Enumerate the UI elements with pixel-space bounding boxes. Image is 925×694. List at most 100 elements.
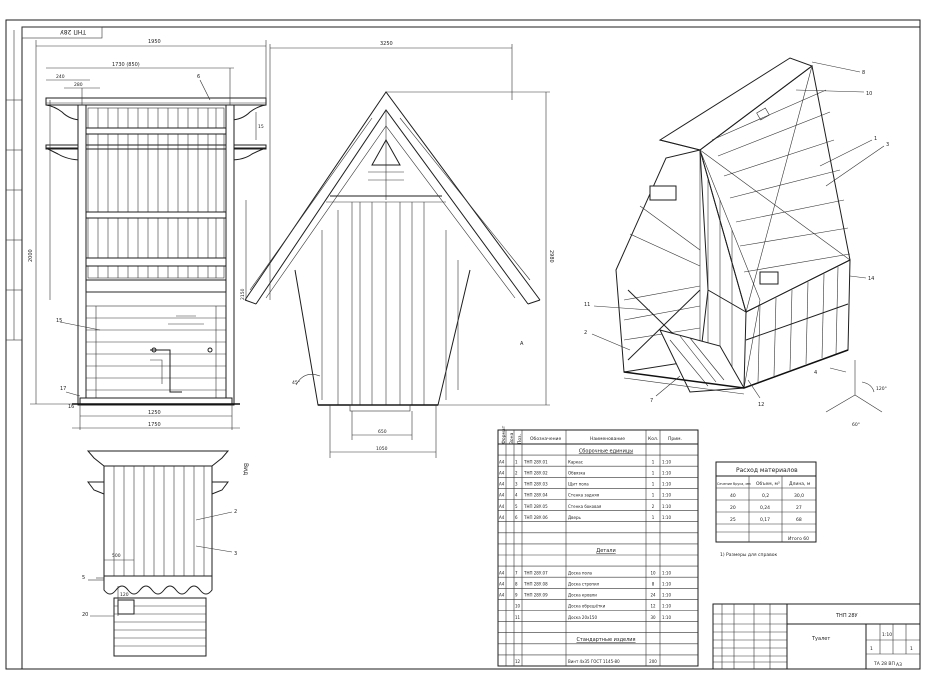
materials-header-0: Сечение бруса, мм: [717, 482, 751, 486]
iso-callout-1: 1: [874, 136, 877, 142]
side-dim-top: 3250: [380, 41, 393, 47]
spec-section-title: Сборочные единицы: [579, 448, 633, 454]
plan-dim-mid: 120: [120, 592, 129, 598]
spec-cell-qty: 10: [650, 570, 656, 575]
spec-cell-position: 12: [515, 659, 521, 664]
spec-cell-note: 1:10: [662, 604, 671, 609]
spec-cell-qty: 8: [652, 582, 655, 587]
spec-cell-position: 11: [515, 615, 521, 620]
front-dim-top-total: 1950: [148, 39, 161, 45]
spec-cell-name: Винт 4х35 ГОСТ 1145-80: [568, 659, 620, 664]
iso-callout-8: 8: [862, 70, 865, 76]
spec-cell-code: ТНП 28У.08: [523, 582, 548, 587]
materials-r2-c2: 68: [796, 517, 802, 523]
spec-cell-format: А4: [499, 459, 505, 464]
plan-callout-2: 2: [234, 509, 237, 515]
materials-r1-c1: 0,24: [760, 505, 770, 511]
spec-cell-code: ТНП 28У.06: [523, 515, 548, 520]
spec-header-code: Обозначение: [530, 436, 561, 442]
spec-cell-format: А4: [499, 504, 505, 509]
spec-cell-position: 4: [515, 493, 518, 498]
front-view: 1950 1730 (850) 240 280 2000 15 1250 175…: [28, 39, 267, 430]
spec-cell-name: Каркас: [568, 459, 583, 464]
side-view: 45° 3250 2980 2150 650 1050 A: [240, 41, 554, 458]
spec-cell-qty: 1: [652, 459, 655, 464]
front-dim-bottom-base: 1750: [148, 422, 161, 428]
spec-cell-qty: 2: [652, 504, 655, 509]
spec-cell-note: 1:10: [662, 482, 671, 487]
side-angle: 45°: [292, 380, 300, 386]
spec-cell-name: Стенка задняя: [568, 493, 600, 498]
spec-table: Формат Зона Поз. Обозначение Наименовани…: [497, 425, 699, 667]
iso-callout-7: 7: [650, 398, 653, 404]
spec-header-note: Прим.: [668, 436, 682, 442]
plan-callout-3: 3: [234, 551, 237, 557]
spec-cell-name: Доска кровли: [568, 593, 597, 598]
spec-header-pos: Поз.: [517, 434, 523, 444]
title-block: ТНП 28У Туалет 1:10 1 1 ТА 28 ВП А3: [712, 603, 921, 670]
spec-cell-position: 8: [515, 582, 518, 587]
spec-cell-name: Щит пола: [568, 482, 589, 487]
spec-header-fmt: Формат: [501, 425, 507, 444]
spec-cell-code: ТНП 28У.01: [523, 459, 548, 464]
materials-table: Расход материалов Сечение бруса, мм Объе…: [715, 461, 817, 558]
spec-cell-qty: 1: [652, 493, 655, 498]
spec-cell-note: 1:10: [662, 615, 671, 620]
iso-callout-12: 12: [758, 402, 764, 408]
iso-angle-120: 120°: [876, 386, 887, 392]
stamp-code: ТНП 28У: [60, 28, 87, 35]
materials-header-1: Объем, м³: [756, 481, 780, 487]
iso-callout-2: 2: [584, 330, 587, 336]
front-dim-top-mid: 1730 (850): [112, 62, 140, 68]
materials-total: Итого 60: [788, 536, 809, 542]
plan-view: Вид 500 120 2: [82, 450, 249, 657]
side-dim-bottom-inner: 650: [378, 429, 387, 435]
spec-cell-note: 1:10: [662, 504, 671, 509]
spec-cell-code: ТНП 28У.02: [523, 471, 548, 476]
plan-label: Вид: [242, 463, 249, 475]
materials-note: 1) Размеры для справок: [720, 552, 777, 558]
title-designation: ТНП 28У: [835, 613, 858, 619]
sheet-frame: ТНП 28У: [5, 19, 921, 670]
spec-cell-name: Обвязка: [568, 471, 586, 476]
spec-cell-format: А4: [499, 593, 505, 598]
spec-cell-format: А4: [499, 493, 505, 498]
plan-callout-5: 5: [82, 575, 85, 581]
iso-callout-3: 3: [886, 142, 889, 148]
spec-cell-note: 1:10: [662, 570, 671, 575]
spec-cell-qty: 24: [650, 593, 656, 598]
spec-cell-position: 10: [515, 604, 521, 609]
materials-r1-c0: 20: [730, 505, 736, 511]
iso-callout-10: 10: [866, 91, 872, 97]
spec-cell-name: Доска 20х150: [568, 615, 597, 620]
spec-header-name: Наименование: [590, 436, 625, 442]
materials-title: Расход материалов: [736, 467, 798, 474]
spec-cell-note: 1:10: [662, 582, 671, 587]
title-name: Туалет: [811, 636, 830, 642]
spec-cell-position: 3: [515, 482, 518, 487]
spec-cell-note: 1:10: [662, 593, 671, 598]
spec-cell-format: А4: [499, 482, 505, 487]
materials-r2-c1: 0,17: [760, 517, 770, 523]
spec-cell-format: А4: [499, 570, 505, 575]
front-dim-side-right: 15: [258, 124, 264, 130]
title-sheet-no: 1: [870, 646, 873, 652]
plan-callout-20: 20: [82, 612, 88, 618]
side-dim-bottom-total: 1050: [376, 446, 388, 452]
spec-cell-qty: 12: [650, 604, 656, 609]
front-dim-bottom-total: 1250: [148, 410, 161, 416]
spec-cell-qty: 200: [649, 659, 657, 664]
side-dim-left-height: 2150: [240, 288, 246, 300]
materials-r1-c2: 27: [796, 505, 802, 511]
spec-header-qty: Кол.: [648, 436, 658, 442]
spec-cell-format: А4: [499, 471, 505, 476]
spec-cell-name: Доска стропил: [568, 582, 600, 587]
front-callout-16: 16: [68, 404, 74, 410]
spec-cell-note: 1:10: [662, 459, 671, 464]
side-dim-right-height: 2980: [548, 250, 554, 263]
spec-cell-note: 1:10: [662, 493, 671, 498]
spec-cell-format: А4: [499, 515, 505, 520]
title-sheets: 1: [910, 646, 913, 652]
